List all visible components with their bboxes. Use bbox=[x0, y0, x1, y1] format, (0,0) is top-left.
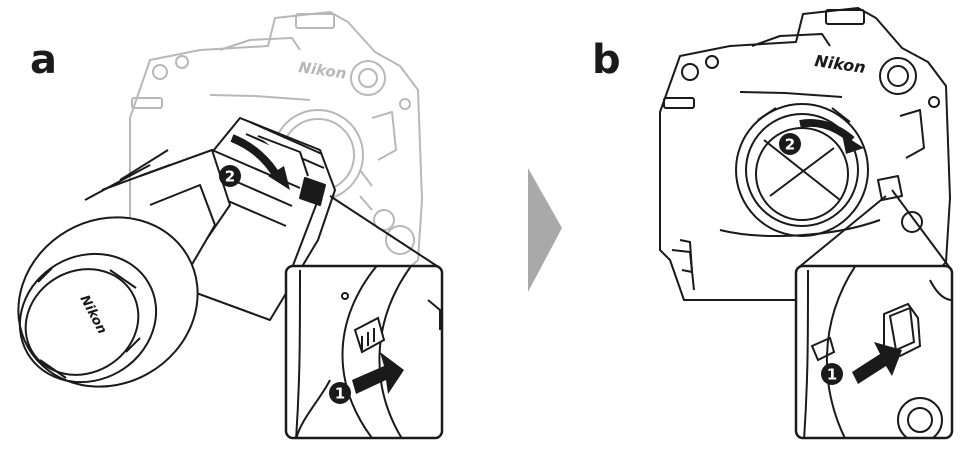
lens-cap bbox=[18, 252, 158, 384]
press-arrow-icon bbox=[852, 342, 902, 384]
step-2-number: 2 bbox=[785, 136, 795, 154]
step-1-number: 1 bbox=[335, 385, 345, 403]
callout-leader bbox=[797, 189, 951, 269]
detail-inset-a-content bbox=[295, 266, 441, 438]
rotate-arrow-head-icon bbox=[842, 134, 864, 154]
rotate-arrow-icon bbox=[799, 119, 855, 144]
panel-b: Nikon 2 1 bbox=[659, 7, 954, 440]
step-2-number: 2 bbox=[225, 168, 235, 186]
step-1-number: 1 bbox=[827, 366, 837, 384]
detail-inset-b-content bbox=[803, 266, 952, 438]
transition-arrow-icon bbox=[528, 168, 562, 292]
step-1-badge: 1 bbox=[821, 363, 843, 385]
panel-a-label: a bbox=[30, 37, 57, 83]
camera-brand: Nikon bbox=[813, 51, 866, 77]
step-2-badge: 2 bbox=[779, 133, 801, 155]
camera-body bbox=[659, 7, 951, 301]
camera-brand-faded: Nikon bbox=[297, 58, 347, 83]
camera-body-faded bbox=[129, 11, 423, 281]
step-2-badge: 2 bbox=[219, 165, 241, 187]
callout-leader bbox=[291, 195, 441, 269]
panel-a: Nikon Nikon bbox=[17, 11, 444, 440]
step-1-badge: 1 bbox=[329, 382, 351, 404]
panel-b-label: b bbox=[592, 37, 621, 83]
press-arrow-icon bbox=[352, 352, 404, 394]
rotate-arrow-head-icon bbox=[268, 166, 290, 190]
lens-mount bbox=[735, 103, 869, 237]
